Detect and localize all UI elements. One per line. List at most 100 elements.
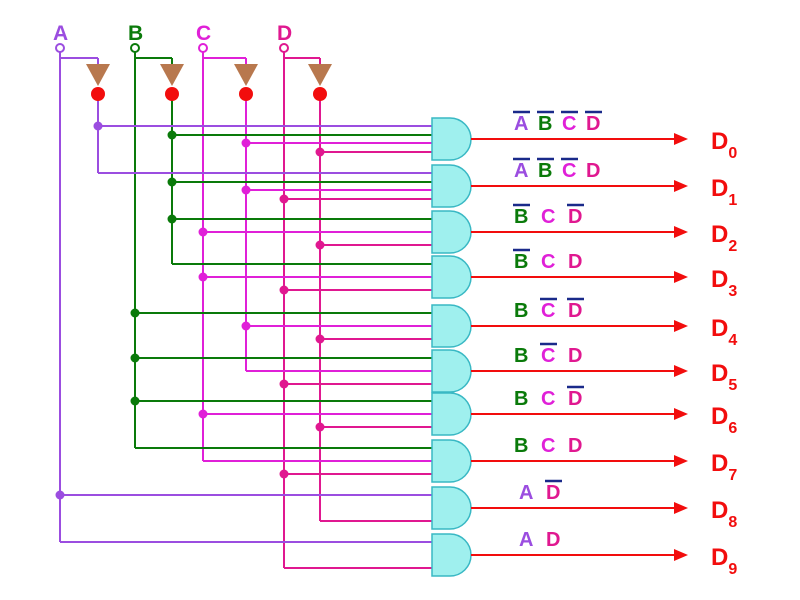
junction-dot [167, 214, 177, 224]
term-B-bar: B [514, 251, 528, 273]
inverter-bubble-D [313, 87, 327, 101]
junction-dot [198, 227, 208, 237]
term-D: D [568, 435, 582, 457]
output-arrow-5 [674, 365, 688, 377]
input-label-D: D [277, 22, 292, 45]
term-B-bar: B [514, 206, 528, 228]
output-label-1: D1 [711, 175, 737, 209]
input-label-C: C [196, 22, 211, 45]
inverter-B [160, 64, 184, 86]
junction-dot [241, 185, 251, 195]
term-D-bar: D [586, 113, 600, 135]
term-C: C [541, 435, 555, 457]
and-gate-3 [431, 255, 472, 299]
junction-dot [315, 240, 325, 250]
and-gate-2 [431, 210, 472, 254]
term-A: A [519, 529, 533, 551]
term-D: D [586, 160, 600, 182]
term-B: B [514, 300, 528, 322]
term-B-bar: B [538, 160, 552, 182]
term-D: D [546, 529, 560, 551]
output-arrow-4 [674, 320, 688, 332]
output-arrow-1 [674, 180, 688, 192]
term-C-bar: C [541, 345, 555, 367]
wires [55, 52, 436, 569]
junction-dot [198, 409, 208, 419]
term-D: D [568, 251, 582, 273]
term-B: B [514, 388, 528, 410]
junction-dot [241, 321, 251, 331]
output-label-6: D6 [711, 403, 737, 437]
term-C: C [541, 206, 555, 228]
output-arrow-3 [674, 271, 688, 283]
junction-dot [167, 177, 177, 187]
term-A: A [519, 482, 533, 504]
and-gate-9 [431, 533, 472, 577]
and-gate-8 [431, 486, 472, 530]
and-gate-0 [431, 117, 472, 161]
junction-dot [279, 194, 289, 204]
output-label-4: D4 [711, 315, 737, 349]
junction-dot [130, 353, 140, 363]
term-C-bar: C [541, 300, 555, 322]
output-label-0: D0 [711, 128, 737, 162]
junction-dot [198, 272, 208, 282]
and-gate-4 [431, 304, 472, 348]
output-label-8: D8 [711, 497, 737, 531]
junction-dot [315, 334, 325, 344]
output-label-3: D3 [711, 266, 737, 300]
inverter-bubble-A [91, 87, 105, 101]
junction-dot [130, 396, 140, 406]
term-B: B [514, 435, 528, 457]
junction-dot [279, 379, 289, 389]
term-B: B [514, 345, 528, 367]
inverter-bubble-C [239, 87, 253, 101]
term-D-bar: D [568, 388, 582, 410]
term-B-bar: B [538, 113, 552, 135]
inverter-bubble-B [165, 87, 179, 101]
junction-dot [167, 130, 177, 140]
junction-dot [279, 285, 289, 295]
input-label-B: B [128, 22, 143, 45]
term-D-bar: D [568, 206, 582, 228]
output-label-5: D5 [711, 360, 737, 394]
inverter-A [86, 64, 110, 86]
input-terminal-D [279, 43, 289, 53]
junction-dot [93, 121, 103, 131]
and-gate-1 [431, 164, 472, 208]
term-C-bar: C [562, 160, 576, 182]
input-terminal-B [130, 43, 140, 53]
term-A-bar: A [514, 113, 528, 135]
output-arrow-7 [674, 455, 688, 467]
term-A-bar: A [514, 160, 528, 182]
output-arrow-6 [674, 408, 688, 420]
junction-dot [315, 422, 325, 432]
output-arrow-0 [674, 133, 688, 145]
term-C: C [541, 388, 555, 410]
junction-dot [279, 469, 289, 479]
inverter-C [234, 64, 258, 86]
output-label-2: D2 [711, 221, 737, 255]
and-gate-5 [431, 349, 472, 393]
term-C-bar: C [562, 113, 576, 135]
junction-dot [315, 147, 325, 157]
inverter-D [308, 64, 332, 86]
and-gate-7 [431, 439, 472, 483]
output-label-7: D7 [711, 450, 737, 484]
term-D: D [568, 345, 582, 367]
output-label-9: D9 [711, 544, 737, 578]
term-D-bar: D [568, 300, 582, 322]
output-arrow-9 [674, 549, 688, 561]
output-arrow-2 [674, 226, 688, 238]
